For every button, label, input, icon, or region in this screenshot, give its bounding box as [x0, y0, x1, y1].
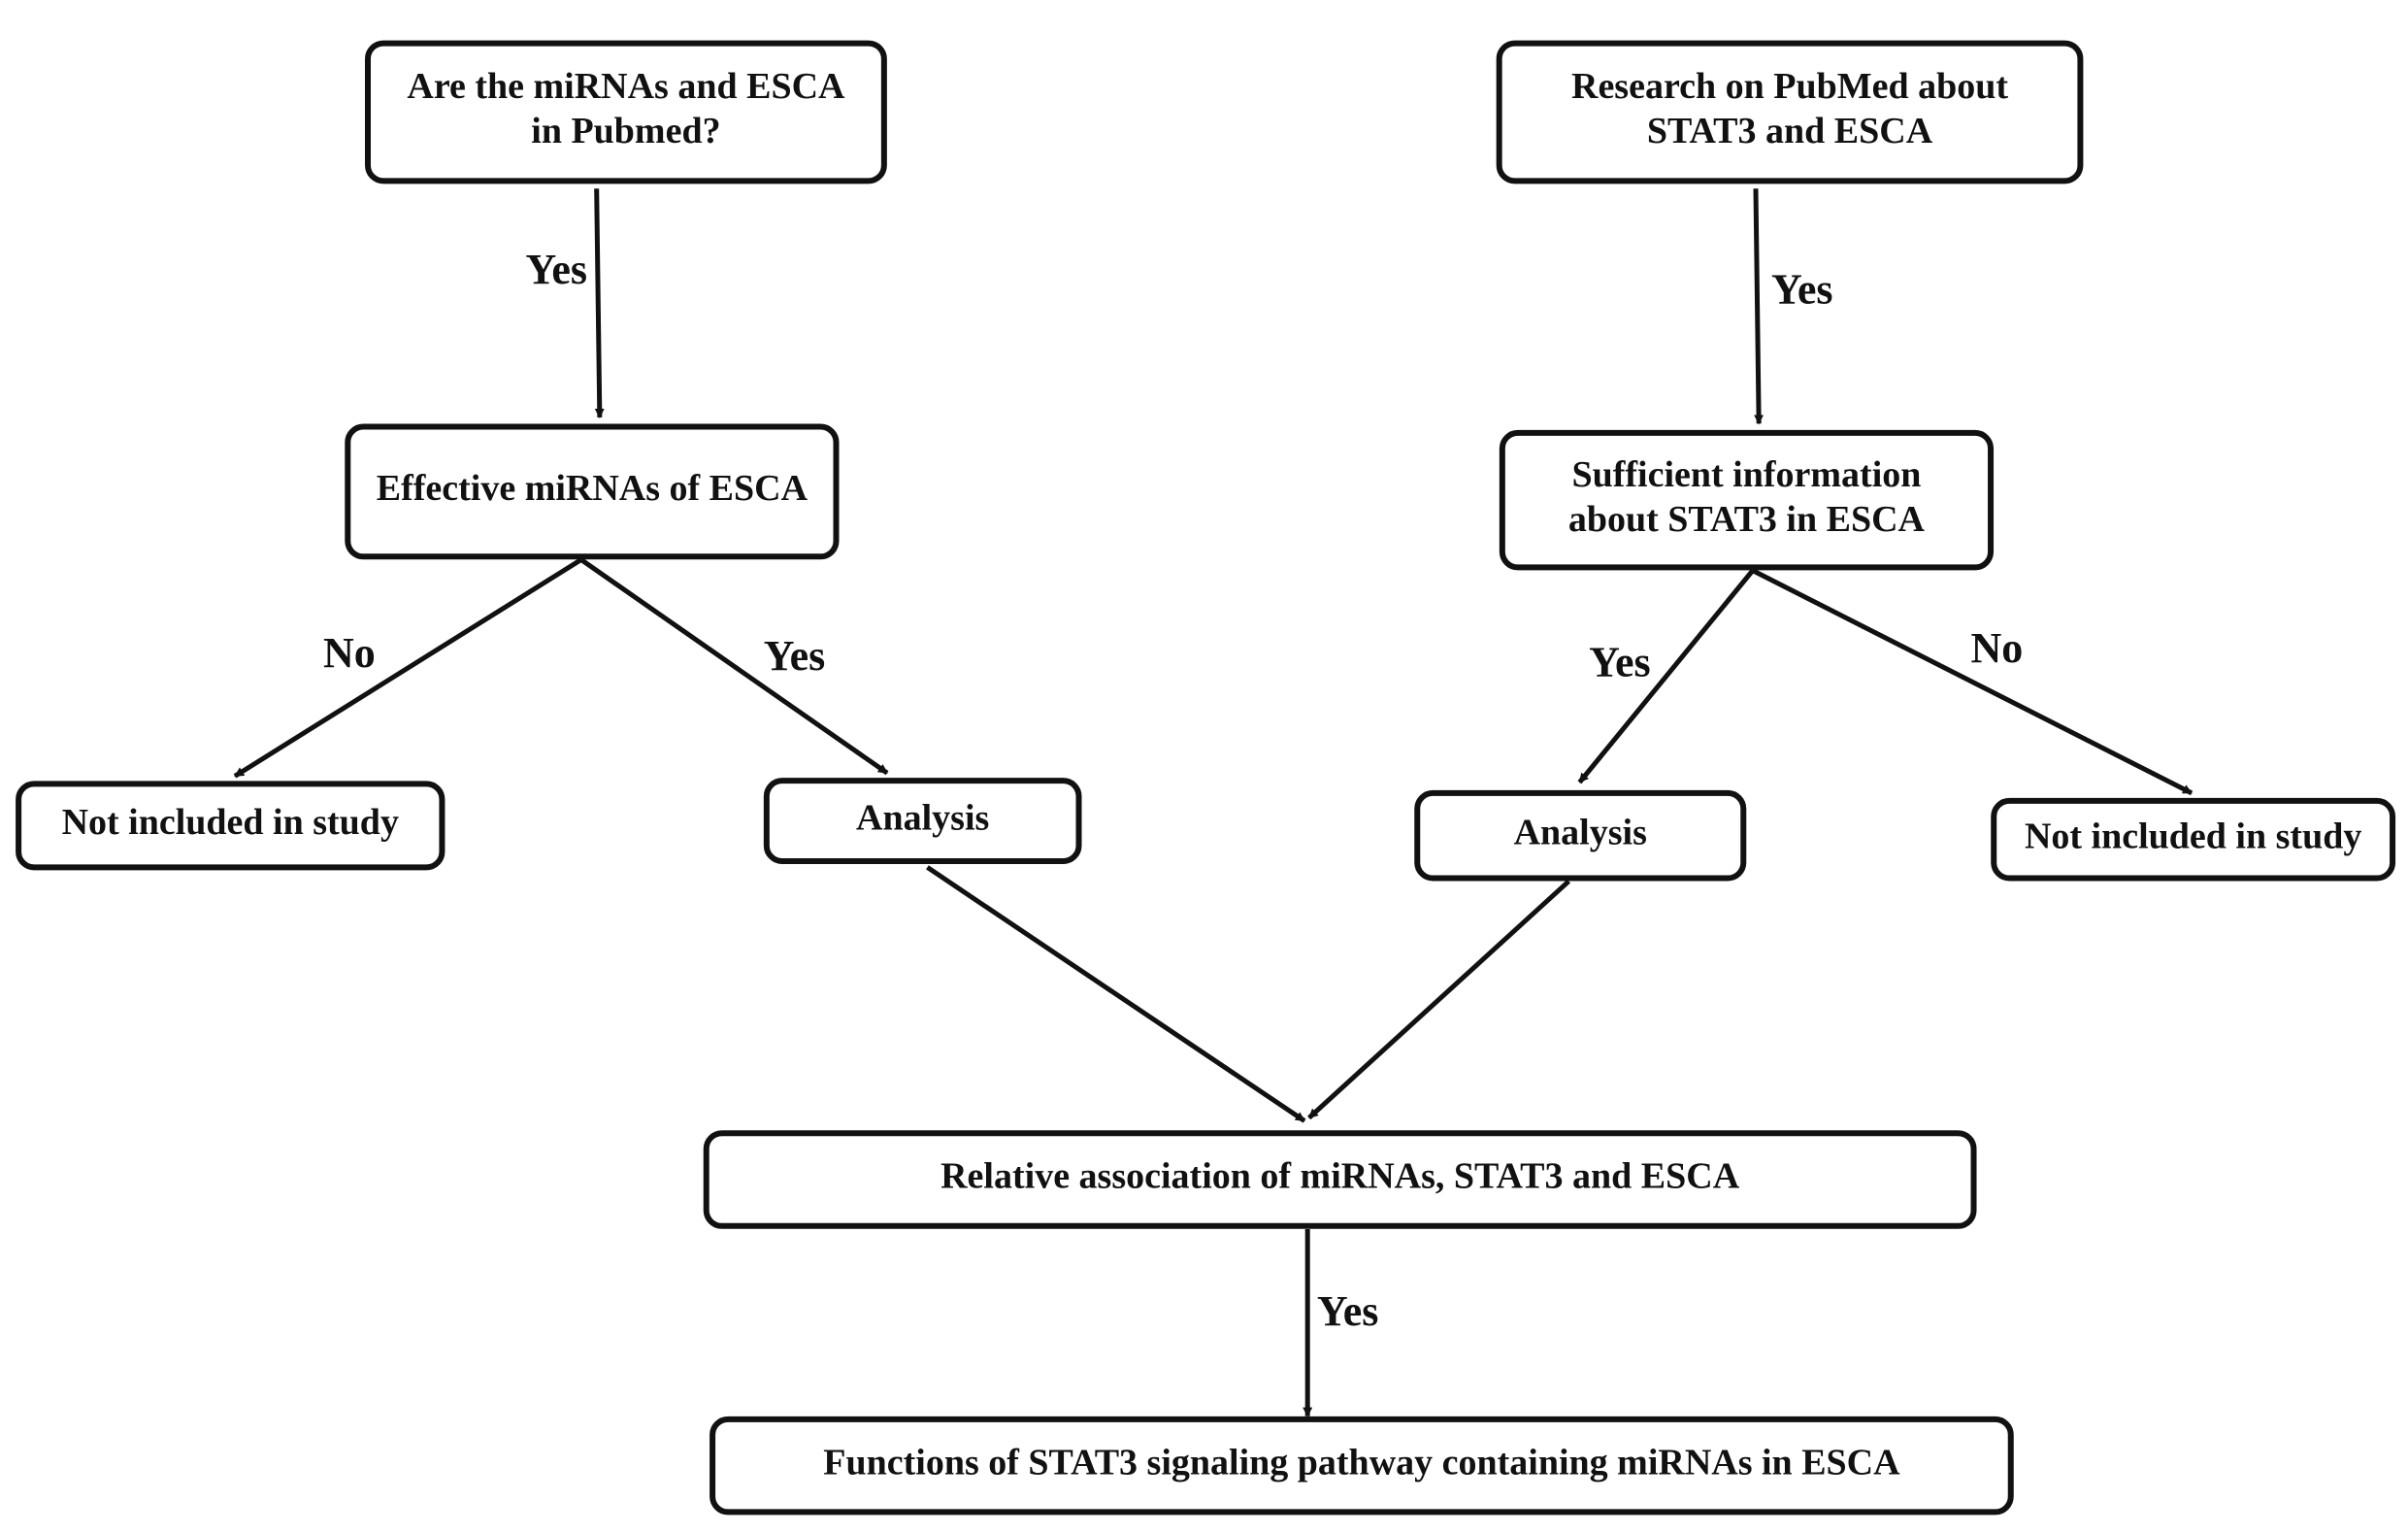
node-effective-mirnas: Effective miRNAs of ESCA: [345, 423, 840, 560]
node-box: [16, 781, 445, 871]
edge-relative-to-functions: Yes: [1303, 1228, 1379, 1417]
edge-arrow: [1751, 568, 2194, 796]
edge-analysis-right-to-relative: [1307, 879, 1570, 1120]
node-text-line: Analysis: [856, 797, 989, 838]
edge-arrow: [926, 865, 1306, 1123]
edge-label: Yes: [1589, 638, 1651, 685]
node-text-line: Not included in study: [62, 802, 399, 843]
node-box: [703, 1130, 1977, 1229]
node-analysis-right: Analysis: [1414, 789, 1747, 882]
node-text-line: Analysis: [1514, 812, 1647, 852]
node-box: [1499, 429, 1995, 571]
edge-mirna-to-effective: Yes: [525, 188, 605, 418]
edge-analysis-left-to-relative: [926, 865, 1306, 1123]
node-box: [709, 1416, 2014, 1516]
node-text-line: Sufficient information: [1571, 454, 1921, 495]
node-box: [345, 423, 840, 560]
edge-label: No: [1971, 624, 2024, 672]
node-text-line: Effective miRNAs of ESCA: [377, 468, 808, 509]
edge-arrow: [1307, 879, 1570, 1120]
edge-label: Yes: [764, 632, 826, 680]
edge-sufficient-to-not-included: No: [1751, 568, 2194, 796]
edge-arrow: [1753, 188, 1765, 425]
node-box: [1496, 40, 2084, 184]
edge-arrow: [594, 188, 605, 418]
node-functions: Functions of STAT3 signaling pathway con…: [709, 1416, 2014, 1516]
edge-arrow: [233, 557, 583, 779]
node-box: [364, 40, 887, 184]
node-text-line: Not included in study: [2025, 816, 2361, 856]
node-not-included-right: Not included in study: [1991, 797, 2396, 882]
edge-arrow: [579, 557, 889, 776]
node-box: [1991, 797, 2396, 882]
node-relative-association: Relative association of miRNAs, STAT3 an…: [703, 1130, 1977, 1229]
node-not-included-left: Not included in study: [16, 781, 445, 871]
node-text-line: in Pubmed?: [531, 111, 720, 151]
edge-effective-to-not-included: No: [233, 557, 583, 779]
edge-effective-to-analysis: Yes: [579, 557, 889, 776]
node-text-line: Research on PubMed about: [1571, 66, 2008, 107]
edge-label: No: [323, 629, 376, 677]
edge-stat3-to-sufficient: Yes: [1753, 188, 1833, 425]
node-text-line: Are the miRNAs and ESCA: [407, 66, 845, 107]
edge-label: Yes: [1771, 266, 1833, 314]
node-box: [1414, 789, 1747, 882]
node-text-line: Relative association of miRNAs, STAT3 an…: [940, 1156, 1740, 1197]
edge-label: Yes: [1317, 1287, 1379, 1335]
edge-sufficient-to-analysis: Yes: [1577, 569, 1755, 784]
edge-arrow: [1577, 569, 1755, 784]
node-text-line: STAT3 and ESCA: [1647, 111, 1933, 151]
node-analysis-left: Analysis: [763, 778, 1082, 864]
node-box: [763, 778, 1082, 864]
node-text-line: Functions of STAT3 signaling pathway con…: [823, 1442, 1900, 1483]
node-text-line: about STAT3 in ESCA: [1568, 499, 1926, 540]
edge-label: Yes: [525, 246, 587, 293]
